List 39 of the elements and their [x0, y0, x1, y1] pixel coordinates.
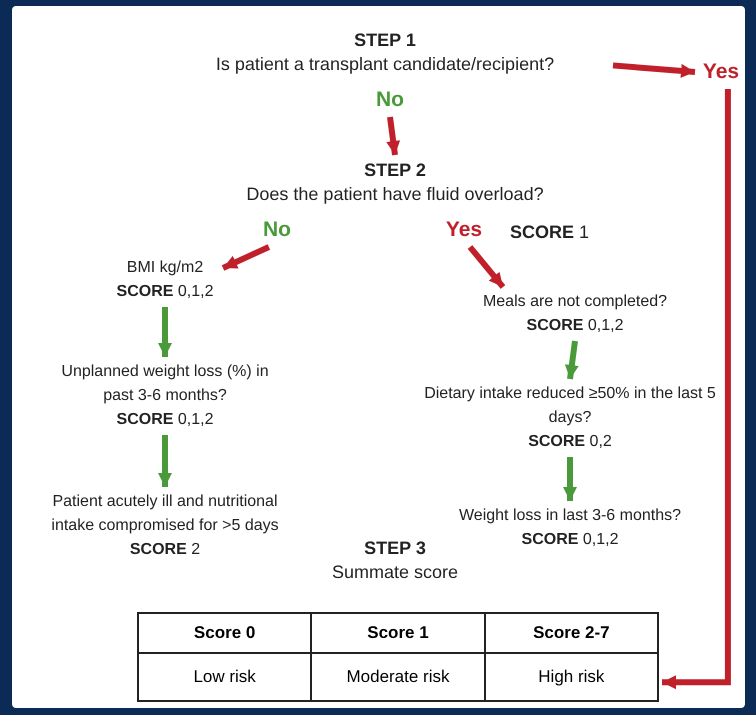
- score-text: SCORE 0,1,2: [520, 530, 620, 550]
- risk-level: Low risk: [138, 653, 312, 701]
- arrow: [662, 89, 731, 690]
- branch-label: Yes: [434, 216, 494, 244]
- risk-table: [137, 612, 659, 702]
- branch-label: No: [250, 216, 304, 244]
- arrow: [563, 457, 577, 501]
- risk-level: Moderate risk: [311, 653, 485, 701]
- score-text: SCORE 0,1,2: [526, 316, 624, 336]
- arrow: [564, 340, 579, 380]
- score-text: SCORE 0,1,2: [116, 410, 214, 430]
- criterion-text: Meals are not completed?: [482, 292, 668, 312]
- branch-label: No: [365, 86, 415, 114]
- arrow: [158, 435, 172, 487]
- criterion-text: BMI kg/m2: [126, 258, 204, 278]
- score-text: SCORE 1: [510, 221, 590, 244]
- criterion-text: Patient acutely ill and nutritional intake compromised for >5 days: [50, 492, 280, 536]
- arrow: [468, 245, 506, 289]
- criterion-text: Dietary intake reduced ≥50% in the last 5 days?: [423, 384, 717, 428]
- step-heading: STEP 1: [353, 29, 417, 52]
- arrow: [386, 116, 400, 156]
- arrow: [222, 244, 270, 271]
- criterion-text: Weight loss in last 3-6 months?: [458, 506, 682, 526]
- risk-level: High risk: [484, 653, 658, 701]
- score-range: Score 2-7: [484, 613, 658, 653]
- criterion-text: Unplanned weight loss (%) in past 3-6 months?: [60, 362, 270, 406]
- step-heading: STEP 2: [363, 159, 427, 182]
- score-text: SCORE 0,2: [527, 432, 613, 452]
- arrow: [612, 62, 696, 78]
- score-text: SCORE 0,1,2: [116, 282, 214, 302]
- step-heading: STEP 3: [363, 537, 427, 560]
- step-question: Does the patient have fluid overload?: [245, 183, 545, 206]
- arrow: [158, 307, 172, 357]
- step-question: Summate score: [330, 561, 460, 584]
- score-range: Score 0: [138, 613, 312, 653]
- score-text: SCORE 2: [128, 540, 202, 560]
- step-question: Is patient a transplant candidate/recipient?: [214, 53, 556, 76]
- score-range: Score 1: [311, 613, 485, 653]
- branch-label: Yes: [698, 58, 744, 86]
